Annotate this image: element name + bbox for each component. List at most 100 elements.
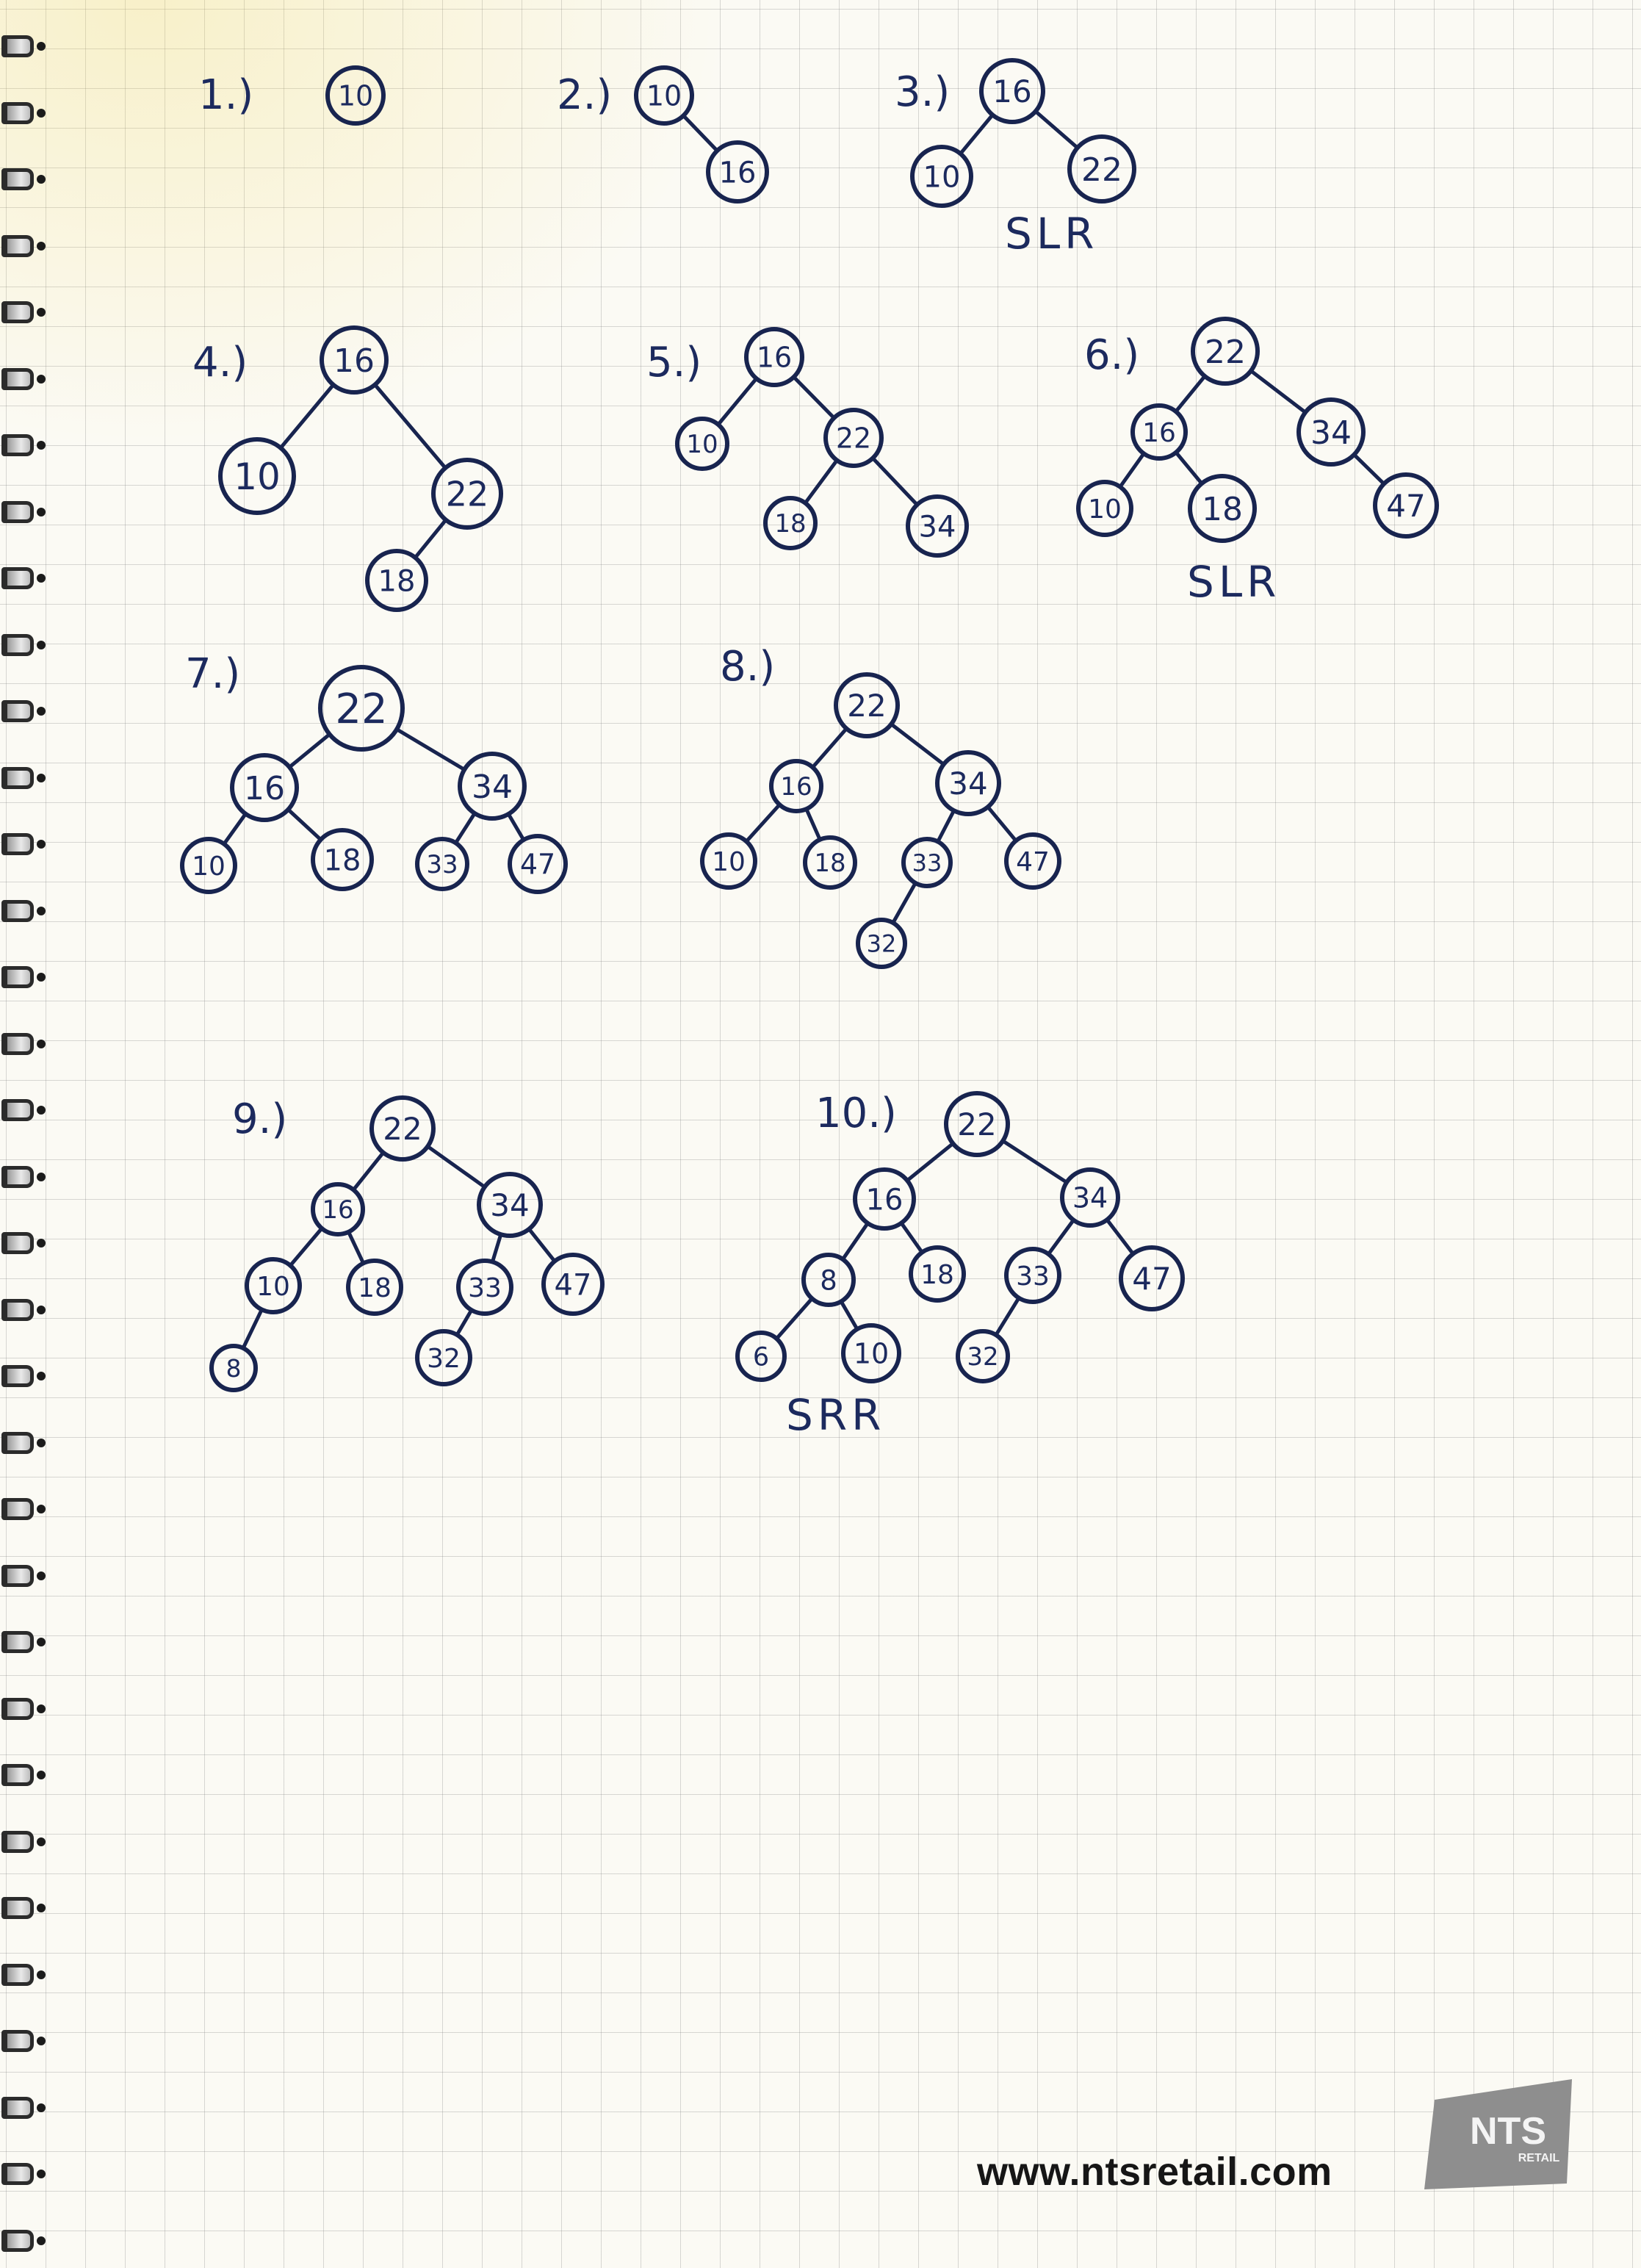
node-circle — [318, 665, 405, 752]
tree-edge — [425, 1144, 487, 1189]
spiral-binding — [0, 0, 46, 2268]
step-label: 2.) — [557, 71, 612, 119]
node-circle — [508, 834, 568, 894]
node-circle — [910, 145, 973, 208]
node-circle — [675, 417, 729, 471]
tree-edge — [1249, 369, 1308, 414]
tree-node: 34 — [906, 494, 969, 558]
binding-hole — [37, 308, 46, 317]
spiral-coil — [1, 833, 34, 855]
binding-hole — [37, 1172, 46, 1181]
step-label: 5.) — [646, 339, 702, 386]
tree-edge — [804, 807, 822, 842]
node-value: 18 — [814, 849, 845, 878]
tree-node: 47 — [1373, 472, 1439, 539]
tree-edge — [490, 1232, 503, 1264]
tree-edge — [506, 812, 526, 842]
node-circle — [346, 1259, 403, 1316]
spiral-coil — [1, 1564, 34, 1587]
tree-node: 34 — [935, 750, 1001, 816]
node-circle — [1004, 832, 1061, 890]
tree-node: 22 — [431, 458, 503, 530]
node-circle — [456, 1259, 513, 1316]
tree-node: 10 — [700, 832, 757, 890]
node-value: 10 — [234, 456, 281, 498]
spiral-coil — [1, 1032, 34, 1055]
tree-node: 18 — [803, 835, 857, 890]
spiral-coil — [1, 1631, 34, 1653]
binding-hole — [37, 374, 46, 384]
spiral-coil — [1, 766, 34, 789]
binding-hole — [37, 507, 46, 516]
spiral-coil — [1, 1165, 34, 1188]
binding-hole — [37, 574, 46, 583]
spiral-coil — [1, 1498, 34, 1520]
tree-edge — [241, 1307, 264, 1350]
node-value: 47 — [1132, 1261, 1171, 1297]
tree-node: 18 — [909, 1245, 966, 1303]
binding-hole — [37, 1571, 46, 1580]
node-value: 10 — [338, 80, 373, 112]
node-circle — [1076, 480, 1133, 537]
node-circle — [1130, 403, 1188, 461]
node-value: 34 — [1310, 414, 1352, 452]
tree-node: 8 — [801, 1253, 856, 1307]
step-label: 4.) — [192, 339, 248, 386]
tree-edge — [1034, 109, 1080, 150]
tree-node: 16 — [320, 325, 389, 395]
node-value: 10 — [686, 430, 718, 459]
node-circle — [823, 408, 884, 468]
node-value: 34 — [490, 1187, 529, 1223]
node-value: 34 — [472, 768, 513, 806]
node-value: 10 — [712, 847, 746, 877]
node-circle — [218, 437, 296, 515]
tree-edge — [288, 1226, 324, 1268]
node-circle — [735, 1331, 787, 1382]
rotation-note: SRR — [786, 1390, 885, 1440]
tree-edge — [1174, 450, 1204, 486]
node-value: 34 — [948, 766, 987, 802]
tree-node: 18 — [1188, 474, 1257, 543]
node-value: 16 — [1142, 418, 1176, 448]
tree-node: 33 — [1004, 1247, 1061, 1304]
node-value: 16 — [719, 156, 757, 190]
node-value: 34 — [919, 510, 956, 544]
tree-edge — [453, 811, 477, 845]
tree-node: 34 — [1060, 1167, 1120, 1228]
node-value: 16 — [333, 342, 375, 380]
node-value: 34 — [1072, 1182, 1108, 1214]
tree-edge — [1105, 1217, 1136, 1256]
node-value: 10 — [192, 852, 226, 882]
binding-hole — [37, 1970, 46, 1979]
node-value: 47 — [555, 1268, 592, 1302]
nts-logo: NTS RETAIL — [1424, 2079, 1572, 2189]
node-value: 22 — [957, 1106, 996, 1142]
node-circle — [901, 837, 953, 888]
binding-hole — [37, 973, 46, 982]
tree-edge — [1174, 374, 1207, 414]
node-circle — [311, 1182, 365, 1236]
spiral-coil — [1, 1897, 34, 1919]
tree-node: 32 — [415, 1329, 472, 1386]
binding-hole — [37, 2037, 46, 2045]
node-circle — [541, 1253, 605, 1316]
node-value: 22 — [446, 475, 489, 514]
spiral-coil — [1, 1764, 34, 1786]
tree-node: 33 — [456, 1259, 513, 1316]
node-circle — [180, 837, 237, 894]
tree-node: 16 — [1130, 403, 1188, 461]
node-circle — [935, 750, 1001, 816]
node-value: 16 — [992, 73, 1031, 109]
binding-hole — [37, 1239, 46, 1248]
binding-hole — [37, 1438, 46, 1447]
binding-hole — [37, 906, 46, 915]
node-circle — [325, 65, 386, 126]
tree-edge — [905, 1141, 955, 1183]
tree-node: 47 — [541, 1253, 605, 1316]
binding-hole — [37, 773, 46, 782]
spiral-coil — [1, 1298, 34, 1321]
